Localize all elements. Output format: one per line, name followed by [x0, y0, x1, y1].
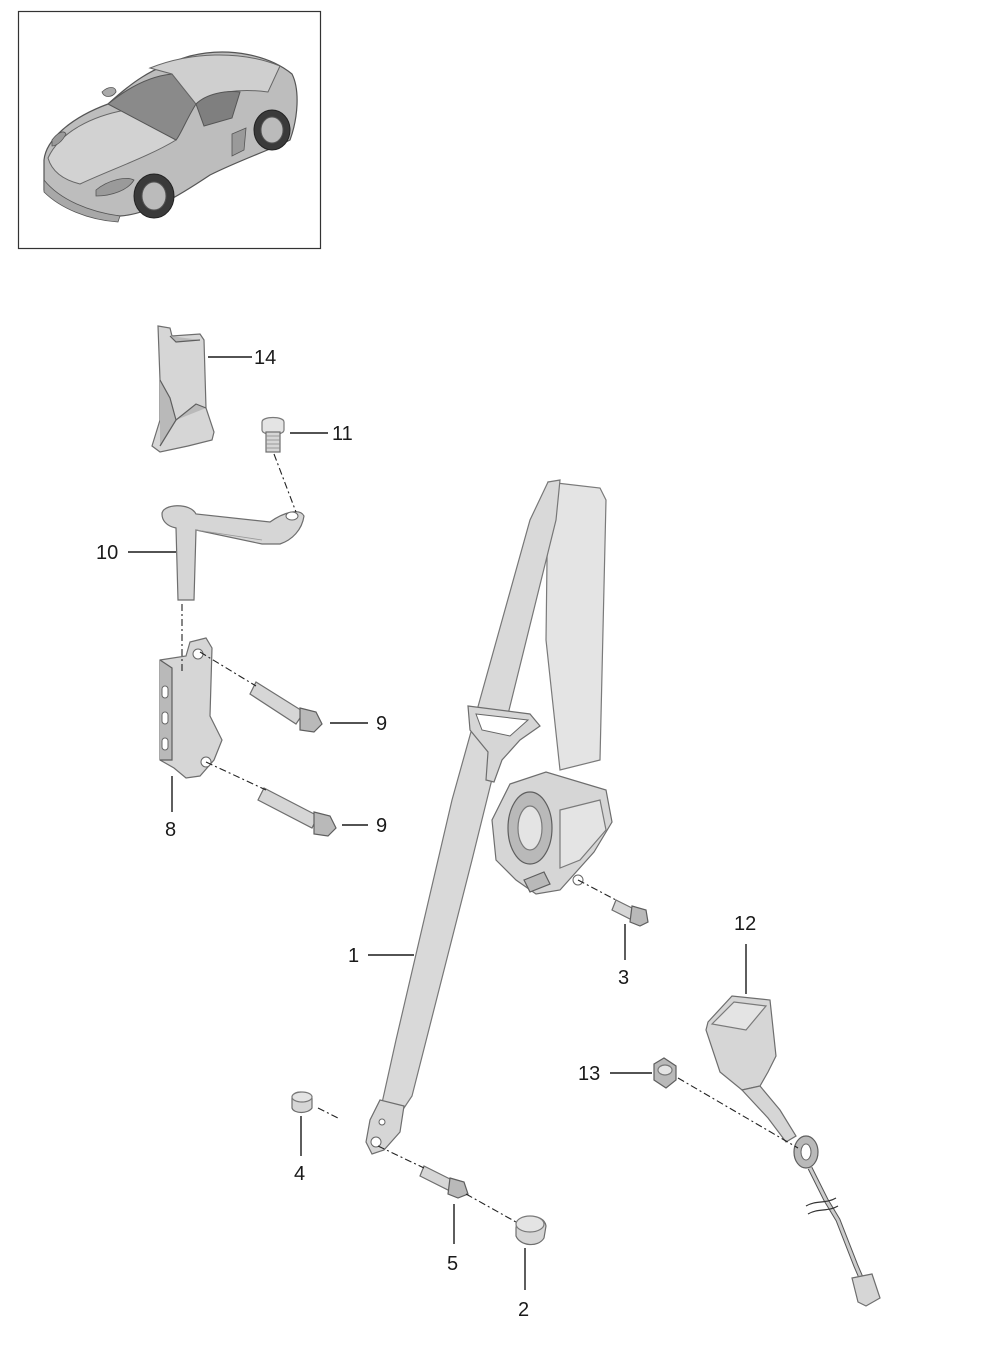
- callout-11: 11: [332, 423, 353, 445]
- callout-3: 3: [618, 967, 629, 989]
- part-4-spacer: [291, 1091, 313, 1114]
- part-3-bolt: [611, 899, 649, 927]
- part-9-bolt-lower: [257, 787, 337, 837]
- part-12-buckle: [705, 995, 881, 1307]
- part-11-bolt: [261, 416, 285, 453]
- callout-2: 2: [518, 1299, 529, 1321]
- leader-lines: [128, 356, 747, 1290]
- callout-1: 1: [348, 945, 359, 967]
- part-13-nut: [653, 1057, 677, 1089]
- part-2-cap: [515, 1215, 547, 1246]
- callout-5: 5: [447, 1253, 458, 1275]
- part-5-bolt: [419, 1165, 469, 1199]
- callout-9-lower: 9: [376, 815, 387, 837]
- callout-8: 8: [165, 819, 176, 841]
- callout-labels: 14 11 10 9 9 8 1 3 12 13 4 5 2: [96, 347, 756, 1321]
- callout-13: 13: [578, 1063, 600, 1085]
- assembly-lines: [181, 453, 799, 1223]
- callout-10: 10: [96, 542, 118, 564]
- part-8-bracket: [159, 637, 223, 779]
- car-thumbnail-icon: [43, 51, 298, 223]
- part-14-trim-cover: [151, 325, 215, 453]
- part-1-seat-belt: [365, 479, 613, 1155]
- vehicle-thumbnail: [17, 10, 322, 250]
- callout-4: 4: [294, 1163, 305, 1185]
- part-10-guide-rod: [161, 505, 305, 601]
- callout-9-upper: 9: [376, 713, 387, 735]
- callout-14: 14: [254, 347, 276, 369]
- part-9-bolt-upper: [249, 681, 323, 733]
- callout-12: 12: [734, 913, 756, 935]
